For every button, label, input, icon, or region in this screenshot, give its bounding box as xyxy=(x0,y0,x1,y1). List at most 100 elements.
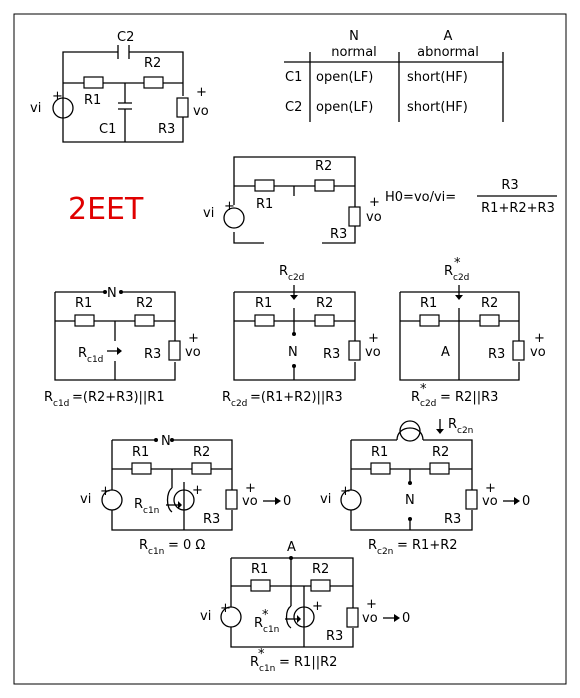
row-a-value: short(HF) xyxy=(407,100,468,115)
label-star: * xyxy=(258,647,265,662)
label-n: N xyxy=(288,345,298,360)
resistor-r1 xyxy=(131,462,152,475)
label-c1: C1 xyxy=(99,122,116,137)
label-n: N xyxy=(161,434,171,449)
label-sub: c1d xyxy=(53,399,69,409)
resistor-r3 xyxy=(168,340,181,361)
label-r3: R3 xyxy=(158,122,175,137)
circuit-rc2d: R c2d R1 R2 N R3 + vo R c2d =(R1+R2)||R3 xyxy=(222,264,381,409)
label-vi: vi xyxy=(320,492,331,507)
label-r3: R3 xyxy=(444,512,461,527)
resistor-r2 xyxy=(314,314,335,327)
label-vo: vo xyxy=(242,494,258,509)
label-r: R xyxy=(254,616,263,631)
row-n-value: open(LF) xyxy=(316,100,373,115)
resistor-r1 xyxy=(370,462,391,475)
col-a-letter: A xyxy=(444,29,453,44)
label-r3: R3 xyxy=(330,227,347,242)
label-r1: R1 xyxy=(420,296,437,311)
label-r: R xyxy=(250,655,259,670)
result-rc2n: = R1+R2 xyxy=(397,538,458,553)
label-sub: c2n xyxy=(377,547,393,557)
resistor-r2 xyxy=(143,76,164,89)
label-sub: c1n xyxy=(259,664,275,674)
resistor-r1 xyxy=(254,179,275,192)
label-r: R xyxy=(139,538,148,553)
resistor-r3 xyxy=(346,607,359,628)
resistor-r3 xyxy=(176,97,189,118)
gain-numerator: R3 xyxy=(501,178,518,193)
label-vo: vo xyxy=(185,345,201,360)
label-plus-out: + xyxy=(534,331,545,346)
row-a-value: short(HF) xyxy=(407,70,468,85)
resistor-r2 xyxy=(479,314,500,327)
label-r: R xyxy=(448,417,457,432)
label-plus: + xyxy=(224,199,235,214)
resistor-r1 xyxy=(250,579,271,592)
label-plus-out: + xyxy=(485,481,496,496)
label-vo: vo xyxy=(366,210,382,225)
resistor-r3 xyxy=(348,340,361,361)
label-plus: + xyxy=(100,484,111,499)
label-vi: vi xyxy=(30,101,41,116)
col-n-letter: N xyxy=(349,29,359,44)
label-sub: c2d xyxy=(231,399,247,409)
label-r3: R3 xyxy=(203,512,220,527)
label-sub: c2d xyxy=(420,399,436,409)
label-star: * xyxy=(420,382,427,397)
label-r2: R2 xyxy=(316,296,333,311)
label-vi: vi xyxy=(200,609,211,624)
capacitor-table: N normal A abnormal C1 open(LF) short(HF… xyxy=(284,29,504,122)
resistor-r1 xyxy=(83,76,104,89)
label-c2: C2 xyxy=(117,30,134,45)
label-star: * xyxy=(454,256,461,271)
resistor-r1 xyxy=(419,314,440,327)
label-r2: R2 xyxy=(136,296,153,311)
row-name: C1 xyxy=(285,70,302,85)
label-plus-src: + xyxy=(312,599,323,614)
label-plus-out: + xyxy=(369,195,380,210)
gain-denominator: R1+R2+R3 xyxy=(481,201,555,216)
result-rc2d-star: = R2||R3 xyxy=(440,390,498,405)
label-vo: vo xyxy=(362,611,378,626)
label-plus-out: + xyxy=(188,331,199,346)
label-sub: c2d xyxy=(453,273,469,283)
label-n: N xyxy=(405,493,415,508)
label-plus-out: + xyxy=(366,597,377,612)
label-plus: + xyxy=(52,89,63,104)
label-r1: R1 xyxy=(256,197,273,212)
resistor-r2 xyxy=(191,462,212,475)
label-plus-out: + xyxy=(196,85,207,100)
resistor-r2 xyxy=(314,179,335,192)
label-r: R xyxy=(411,390,420,405)
label-sub: c2n xyxy=(457,426,473,436)
label-r: R xyxy=(134,497,143,512)
label-r: R xyxy=(279,264,288,279)
label-r1: R1 xyxy=(371,445,388,460)
label-r: R xyxy=(78,346,87,361)
label-sub: c2d xyxy=(288,273,304,283)
result-rc1n: = 0 Ω xyxy=(168,538,205,553)
result-rc1n-star: = R1||R2 xyxy=(279,655,337,670)
circuit-rc2d-star: R c2d * R1 R2 A R3 + vo R c2d * = R2||R3 xyxy=(399,256,546,409)
label-r1: R1 xyxy=(255,296,272,311)
label-sub: c1d xyxy=(87,355,103,365)
circuit-dc: R2 R1 R3 vi + + vo xyxy=(203,156,382,244)
circuit-rc1d: N R1 R2 R3 R c1d + vo R c1d =(R2+R3)||R1 xyxy=(44,286,201,409)
circuit-rc1n: N R1 R2 R c1n R3 vi + + + vo 0 R c1n = 0… xyxy=(80,434,291,557)
label-r2: R2 xyxy=(432,445,449,460)
resistor-r3 xyxy=(348,206,361,227)
label-r3: R3 xyxy=(326,629,343,644)
col-a-word: abnormal xyxy=(417,45,479,60)
circuit-original: C2 R2 R1 C1 R3 vi + + vo xyxy=(30,30,209,143)
label-vo: vo xyxy=(482,494,498,509)
gain-lhs: H0=vo/vi= xyxy=(385,190,456,205)
result-rc2d: =(R1+R2)||R3 xyxy=(250,390,343,405)
label-r: R xyxy=(222,390,231,405)
label-vo: vo xyxy=(365,345,381,360)
label-r2: R2 xyxy=(481,296,498,311)
label-r: R xyxy=(44,390,53,405)
resistor-r3 xyxy=(512,340,525,361)
